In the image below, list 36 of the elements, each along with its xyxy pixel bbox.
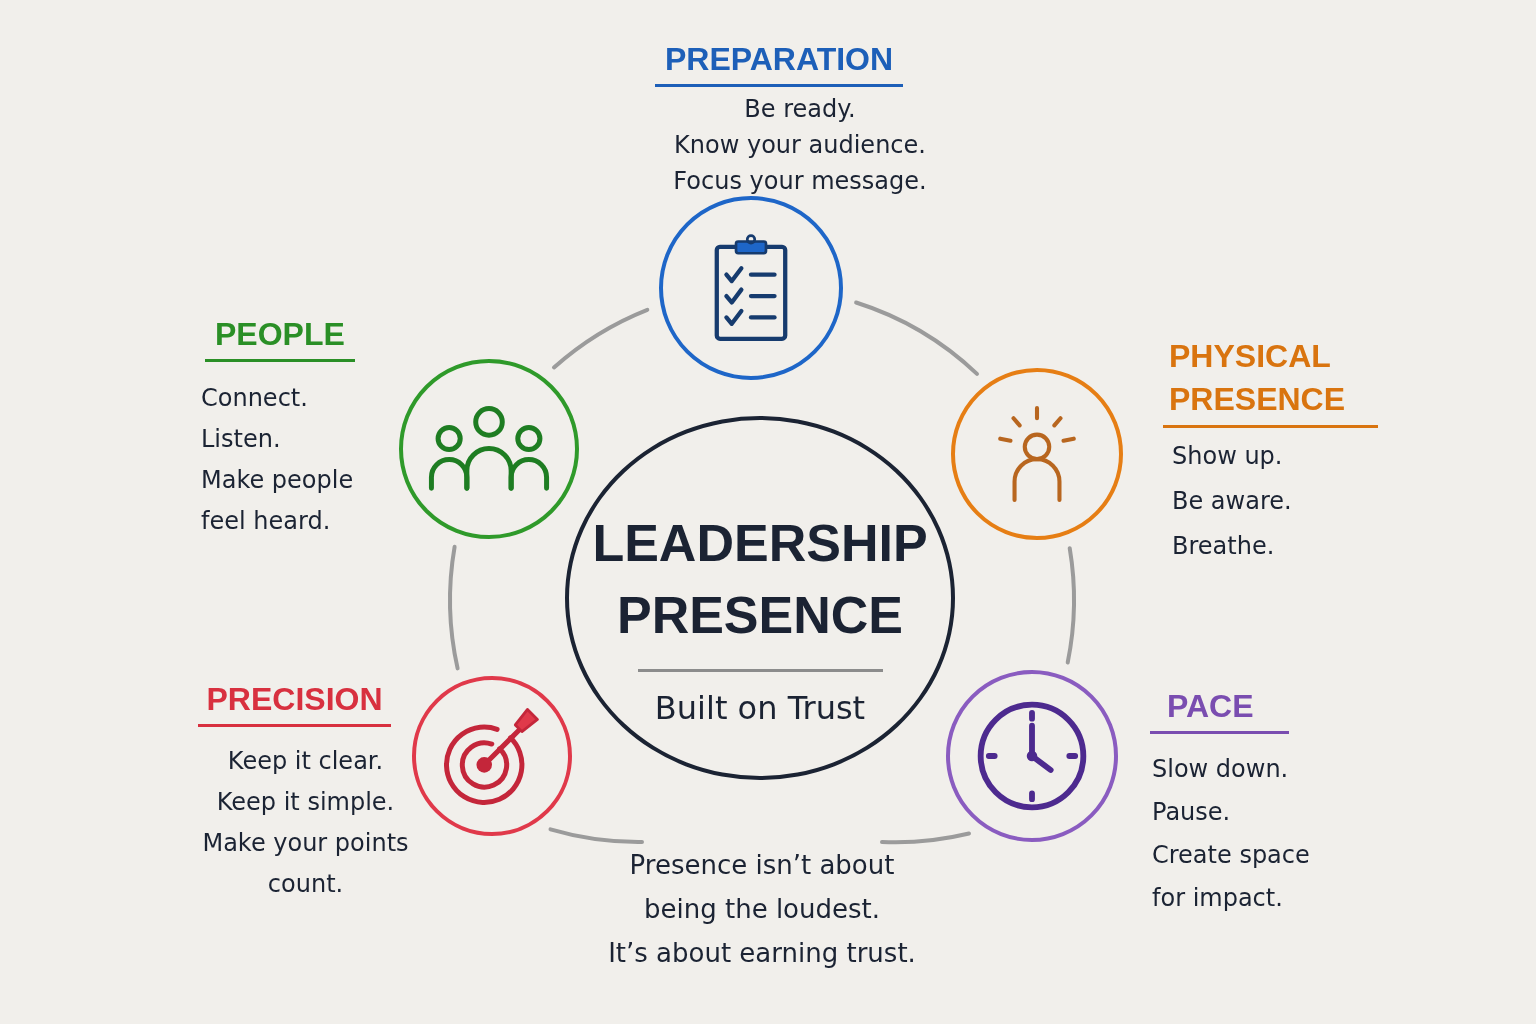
central-circle (565, 416, 955, 780)
category-note: Be aware. (1171, 486, 1293, 517)
category-note: Show up. (1171, 441, 1284, 472)
ring-arc (548, 827, 644, 844)
ring-arc (448, 544, 460, 671)
category-note: Focus your message. (672, 166, 928, 197)
quote-text: It’s about earning trust. (607, 937, 917, 970)
category-note: Keep it simple. (215, 787, 396, 818)
category-note: Create space for impact. (1151, 840, 1311, 914)
category-circle (946, 670, 1119, 842)
category-circle (411, 676, 572, 836)
category-heading: PACE (1150, 685, 1289, 734)
category-circle (951, 367, 1124, 540)
category-note: Slow down. (1151, 754, 1290, 785)
category-note: Connect. (200, 383, 309, 414)
category-heading: PREPARATION (655, 38, 903, 87)
ring-arc (1065, 546, 1076, 665)
category-note: Listen. (200, 424, 282, 455)
category-heading: PHYSICAL PRESENCE (1163, 335, 1378, 428)
category-note: Breathe. (1171, 531, 1276, 562)
ring-arc (552, 307, 650, 370)
category-note: Keep it clear. (226, 746, 385, 777)
category-note: Pause. (1151, 797, 1232, 828)
category-note: Be ready. (743, 94, 857, 125)
ring-arc (854, 300, 979, 376)
category-circle (399, 358, 580, 539)
category-heading: PEOPLE (205, 313, 355, 362)
category-note: Know your audience. (673, 130, 927, 161)
category-heading: PRECISION (198, 678, 391, 727)
ring-arc (880, 831, 971, 845)
hub-subtitle: Built on Trust (654, 687, 866, 729)
category-circle (659, 196, 844, 381)
category-note: Make your points count. (201, 828, 410, 900)
category-note: Make people feel heard. (200, 465, 355, 537)
quote-text: Presence isn’t about being the loudest. (628, 849, 896, 926)
hub-title: LEADERSHIP PRESENCE (591, 512, 929, 646)
